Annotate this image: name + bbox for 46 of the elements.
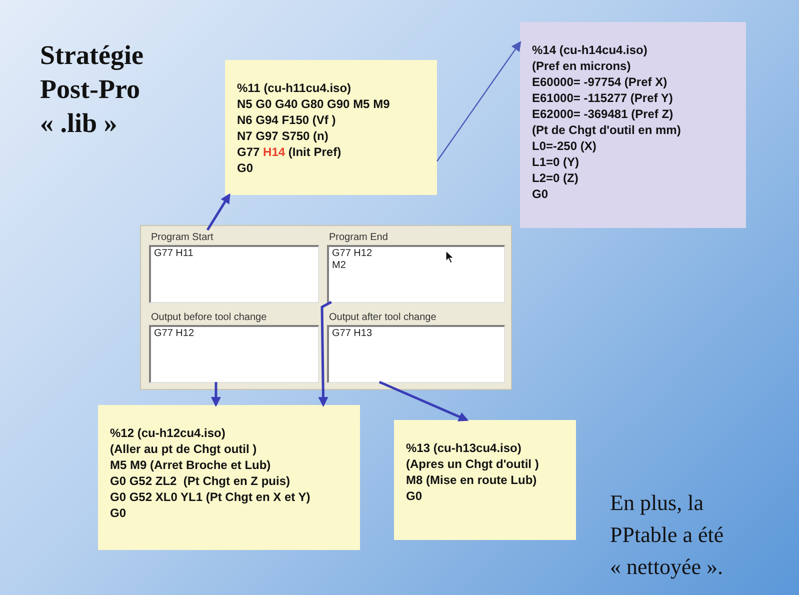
note-text: En plus, la PPtable a été « nettoyée ». <box>610 489 725 581</box>
code-line: L2=0 (Z) <box>532 170 580 186</box>
code-line: N6 G94 F150 (Vf ) <box>237 112 337 128</box>
code-box <box>98 405 360 550</box>
input-field: G77 H12 <box>149 325 319 383</box>
code-line: G0 <box>406 488 424 504</box>
field-label: Program Start <box>150 231 214 245</box>
code-line: (Apres un Chgt d'outil ) <box>406 456 540 472</box>
code-box <box>225 60 437 195</box>
arrow <box>378 380 469 422</box>
dialog-panel <box>140 225 512 390</box>
code-line: (Pref en microns) <box>532 58 632 74</box>
arrow <box>210 382 221 407</box>
code-line: M8 (Mise en route Lub) <box>406 472 538 488</box>
code-box <box>394 420 576 540</box>
field-label: Output after tool change <box>328 311 438 325</box>
code-line: (Pt de Chgt d'outil en mm) <box>532 122 682 138</box>
code-line: %14 (cu-h14cu4.iso) <box>532 42 648 58</box>
code-line: (Aller au pt de Chgt outil ) <box>110 441 258 457</box>
code-line: %11 (cu-h11cu4.iso) <box>237 80 352 96</box>
input-field: G77 H11 <box>149 245 319 303</box>
code-line: L1=0 (Y) <box>532 154 580 170</box>
code-line: G77 H14 (Init Pref) <box>237 144 342 160</box>
code-box <box>520 22 746 228</box>
code-line: %12 (cu-h12cu4.iso) <box>110 425 226 441</box>
code-line: E62000= -369481 (Pref Z) <box>532 106 674 122</box>
code-line: G0 G52 XL0 YL1 (Pt Chgt en X et Y) <box>110 489 312 505</box>
arrow <box>206 193 230 231</box>
code-line: G0 G52 ZL2 (Pt Chgt en Z puis) <box>110 473 292 489</box>
code-line: E60000= -97754 (Pref X) <box>532 74 668 90</box>
arrow <box>436 40 522 162</box>
code-line: %13 (cu-h13cu4.iso) <box>406 440 522 456</box>
code-line: G0 <box>237 160 254 176</box>
input-field: G77 H12 M2 <box>327 245 505 303</box>
field-label: Program End <box>328 231 389 245</box>
slide-title: Stratégie Post-Pro « .lib » <box>40 39 144 140</box>
code-line: L0=-250 (X) <box>532 138 598 154</box>
field-label: Output before tool change <box>150 311 268 325</box>
code-line: N7 G97 S750 (n) <box>237 128 330 144</box>
code-line: N5 G0 G40 G80 G90 M5 M9 <box>237 96 391 112</box>
code-line: E61000= -115277 (Pref Y) <box>532 90 674 106</box>
arrow <box>318 300 332 407</box>
input-field: G77 H13 <box>327 325 505 383</box>
code-line: G0 <box>110 505 128 521</box>
code-line: G0 <box>532 186 550 202</box>
code-line: M5 M9 (Arret Broche et Lub) <box>110 457 272 473</box>
